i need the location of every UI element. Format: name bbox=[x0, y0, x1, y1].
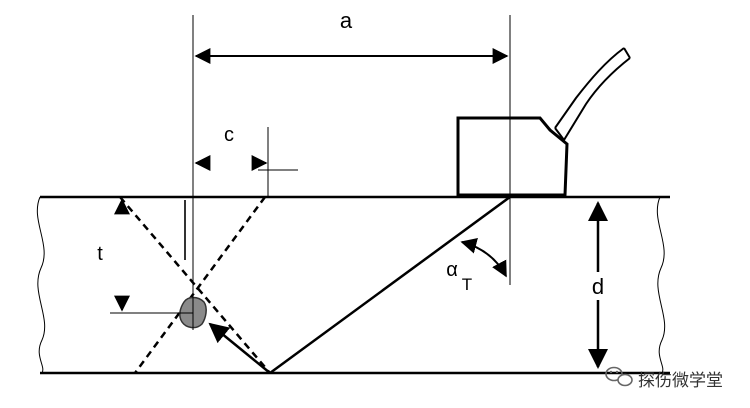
dashed-line-left bbox=[119, 196, 271, 374]
incident-beam-line bbox=[269, 195, 511, 375]
label-a: a bbox=[340, 8, 353, 33]
label-alpha-subscript: T bbox=[462, 275, 472, 294]
left-break-line bbox=[36, 196, 46, 374]
probe-cable bbox=[554, 47, 625, 129]
reflected-beam-line bbox=[208, 322, 271, 374]
dashed-line-right bbox=[133, 196, 267, 374]
dimension-c: c bbox=[194, 124, 268, 171]
angle-beam-probe-icon bbox=[456, 47, 631, 197]
beam-paths bbox=[208, 195, 511, 375]
label-d: d bbox=[592, 274, 604, 299]
label-alpha: α bbox=[446, 259, 458, 281]
watermark: 探伤微学堂 bbox=[605, 366, 723, 391]
label-c: c bbox=[224, 124, 234, 146]
reference-lines bbox=[110, 15, 511, 330]
dimension-a: a bbox=[194, 8, 509, 64]
test-piece bbox=[36, 195, 670, 375]
label-t: t bbox=[97, 243, 103, 265]
angle-arc bbox=[460, 237, 507, 278]
refraction-angle: α T bbox=[446, 237, 507, 294]
dimension-d: d bbox=[584, 201, 612, 369]
watermark-text: 探伤微学堂 bbox=[638, 371, 723, 391]
wechat-icon bbox=[605, 366, 633, 387]
dashed-beam-lines bbox=[119, 196, 271, 374]
right-break-line bbox=[656, 196, 666, 374]
dimension-t: t bbox=[97, 198, 130, 312]
